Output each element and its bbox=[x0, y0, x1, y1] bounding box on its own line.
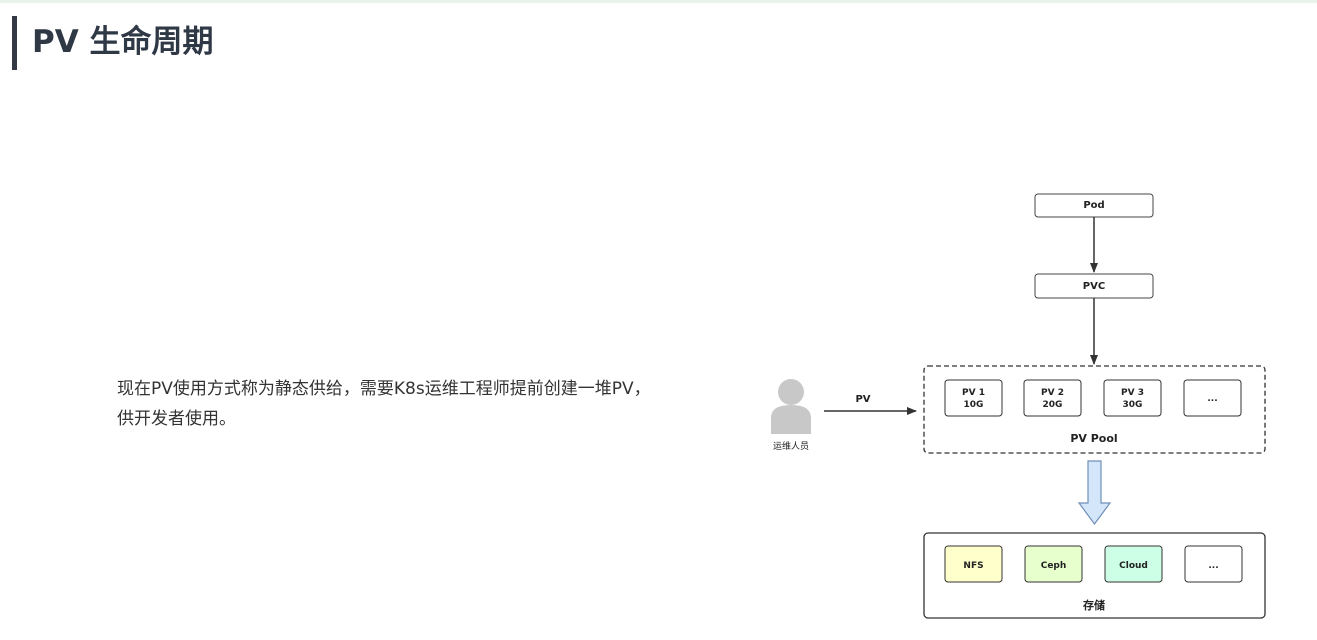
storage-item-more: ... bbox=[1184, 545, 1243, 583]
pv-item-ellipsis: ... bbox=[1207, 394, 1217, 404]
page-title: PV 生命周期 bbox=[32, 24, 214, 60]
pool-to-storage-block-arrow bbox=[1077, 460, 1112, 526]
pvc-label: PVC bbox=[1083, 281, 1105, 292]
storage-item-label: NFS bbox=[963, 561, 983, 571]
storage-title: 存储 bbox=[1083, 598, 1105, 612]
pv-pool: PV Pool bbox=[923, 365, 1266, 454]
top-divider bbox=[0, 0, 1317, 3]
storage-container: 存储 bbox=[923, 532, 1266, 619]
storage-item-nfs: NFS bbox=[944, 545, 1003, 583]
operator-label: 运维人员 bbox=[773, 440, 809, 452]
description-line-1: 现在PV使用方式称为静态供给，需要K8s运维工程师提前创建一堆PV， bbox=[117, 379, 651, 399]
pv-pool-title: PV Pool bbox=[1070, 432, 1117, 445]
pv-item: PV 3 30G bbox=[1103, 379, 1162, 417]
pv-item: PV 1 10G bbox=[944, 379, 1003, 417]
description: 现在PV使用方式称为静态供给，需要K8s运维工程师提前创建一堆PV， 供开发者使… bbox=[117, 374, 717, 434]
pv-item-name: PV 1 bbox=[962, 388, 985, 398]
storage-item-label: Ceph bbox=[1041, 561, 1067, 571]
title-accent-bar bbox=[12, 16, 17, 70]
pv-arrow-label: PV bbox=[855, 394, 870, 405]
pvc-node: PVC bbox=[1034, 273, 1154, 299]
storage-item-label: Cloud bbox=[1119, 561, 1148, 571]
storage-item-cloud: Cloud bbox=[1104, 545, 1163, 583]
pv-item-name: PV 2 bbox=[1041, 388, 1064, 398]
pv-item-size: 20G bbox=[1043, 400, 1063, 410]
description-line-2: 供开发者使用。 bbox=[117, 409, 236, 429]
pv-item: PV 2 20G bbox=[1023, 379, 1082, 417]
pv-item-name: PV 3 bbox=[1121, 388, 1144, 398]
pv-item-size: 30G bbox=[1123, 400, 1143, 410]
storage-item-ellipsis: ... bbox=[1208, 561, 1218, 571]
pv-item-size: 10G bbox=[964, 400, 984, 410]
pv-item-more: ... bbox=[1183, 379, 1242, 417]
operator-user-icon bbox=[771, 379, 811, 434]
pod-label: Pod bbox=[1083, 200, 1104, 211]
pod-node: Pod bbox=[1034, 193, 1154, 218]
storage-item-ceph: Ceph bbox=[1024, 545, 1083, 583]
